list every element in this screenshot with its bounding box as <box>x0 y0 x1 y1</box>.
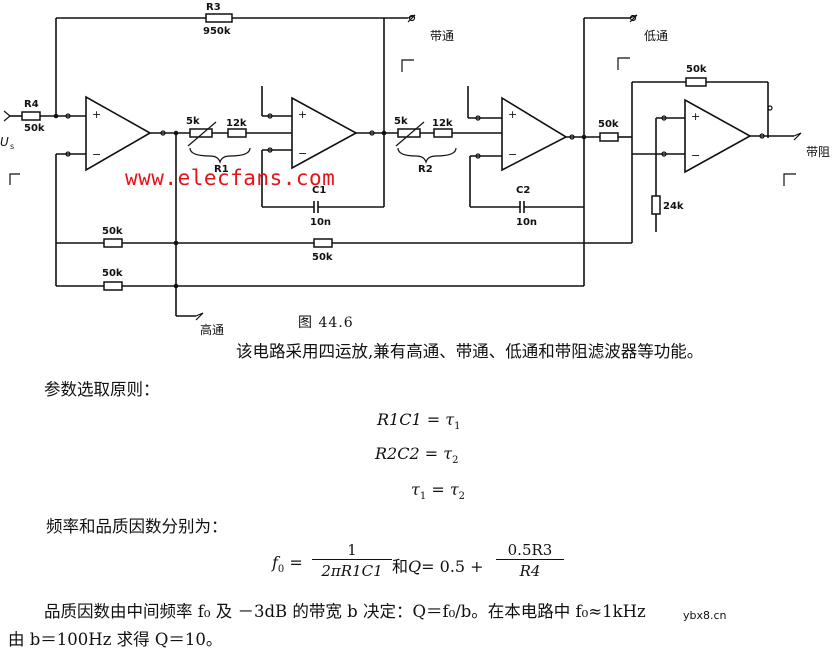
pot1-value: 5k <box>186 116 200 127</box>
fraction-frequency: 1 2πR1C1 <box>312 541 392 580</box>
op-amp-4: +− <box>684 98 752 174</box>
description-text: 该电路采用四运放,兼有高通、带通、低通和带阻滤波器等功能。 <box>236 342 704 361</box>
r2-label: R2 <box>418 164 433 175</box>
watermark-text: www.elecfans.com <box>125 166 336 190</box>
pot-r2 <box>397 128 421 138</box>
params-title: 参数选取原则： <box>44 380 160 399</box>
c2-label: C2 <box>516 185 530 196</box>
svg-text:+: + <box>92 108 101 121</box>
out-res-value: 50k <box>598 119 619 130</box>
text-line-2: 由 b＝100Hz 求得 Q＝10。 <box>8 630 223 649</box>
r4-value: 50k <box>24 123 45 134</box>
output-bandpass-label: 带通 <box>430 29 454 43</box>
svg-text:−: − <box>508 148 517 161</box>
r3-value: 950k <box>203 26 231 37</box>
resistor-12k-2 <box>433 128 453 138</box>
pot2-value: 5k <box>394 116 408 127</box>
equation-2: R2C2 = τ2 <box>375 444 459 467</box>
freq-title: 频率和品质因数分别为： <box>46 517 228 536</box>
res1-value: 12k <box>226 118 247 129</box>
input-terminal <box>3 110 22 122</box>
resistor-50k-fb <box>685 77 707 87</box>
svg-text:−: − <box>298 147 307 160</box>
c1-label: C1 <box>312 185 326 196</box>
op-amp-2: +− <box>291 96 358 170</box>
resistor-r4 <box>21 111 41 121</box>
text-line-1: 品质因数由中间频率 f₀ 及 －3dB 的带宽 b 决定：Q＝f₀/b。在本电路… <box>44 602 646 621</box>
input-label: U <box>0 135 9 149</box>
c2-value: 10n <box>516 217 537 228</box>
figure-caption: 图 44.6 <box>298 315 354 331</box>
bus-res1-value: 50k <box>102 226 123 237</box>
svg-text:+: + <box>508 108 517 121</box>
resistor-r3 <box>205 13 233 23</box>
formula-q: 和Q= 0.5 + <box>392 557 484 576</box>
output-lowpass-label: 低通 <box>644 29 668 43</box>
r3-label: R3 <box>206 2 221 13</box>
resistor-50k-bus2 <box>313 238 333 248</box>
svg-text:+: + <box>691 110 700 123</box>
svg-text:−: − <box>92 148 101 161</box>
svg-text:+: + <box>298 108 307 121</box>
resistor-50k-bus3 <box>103 281 123 291</box>
output-bandstop-label: 带阻 <box>806 145 830 159</box>
r4-label: R4 <box>24 99 39 110</box>
svg-text:−: − <box>691 149 700 162</box>
c1-value: 10n <box>310 217 331 228</box>
equation-3: τ1 = τ2 <box>411 480 466 503</box>
fb-res-value: 50k <box>686 64 707 75</box>
input-sub: s <box>10 142 14 151</box>
fraction-quality: 0.5R3 R4 <box>496 541 564 580</box>
op-amp-3: +− <box>501 96 568 172</box>
resistor-50k-out <box>599 132 619 142</box>
equation-1: R1C1 = τ1 <box>377 410 461 433</box>
formula-f0: f0 = <box>272 553 303 576</box>
frequency-formula: f0 = 1 2πR1C1 和Q= 0.5 + 0.5R3 R4 <box>272 540 592 586</box>
circuit-schematic: +− +− +− +− <box>0 2 830 337</box>
gnd-res-value: 24k <box>663 201 684 212</box>
corner-watermark: ybx8.cn <box>683 609 727 622</box>
bus-res2-value: 50k <box>312 252 333 263</box>
resistor-12k-1 <box>227 128 247 138</box>
op-amp-1: +− <box>85 95 152 172</box>
output-highpass-label: 高通 <box>200 322 224 337</box>
r1-label: R1 <box>214 164 229 175</box>
resistor-24k <box>651 195 661 215</box>
bus-res3-value: 50k <box>102 268 123 279</box>
resistor-50k-bus1 <box>103 238 123 248</box>
pot-r1 <box>189 128 213 138</box>
res2-value: 12k <box>432 118 453 129</box>
